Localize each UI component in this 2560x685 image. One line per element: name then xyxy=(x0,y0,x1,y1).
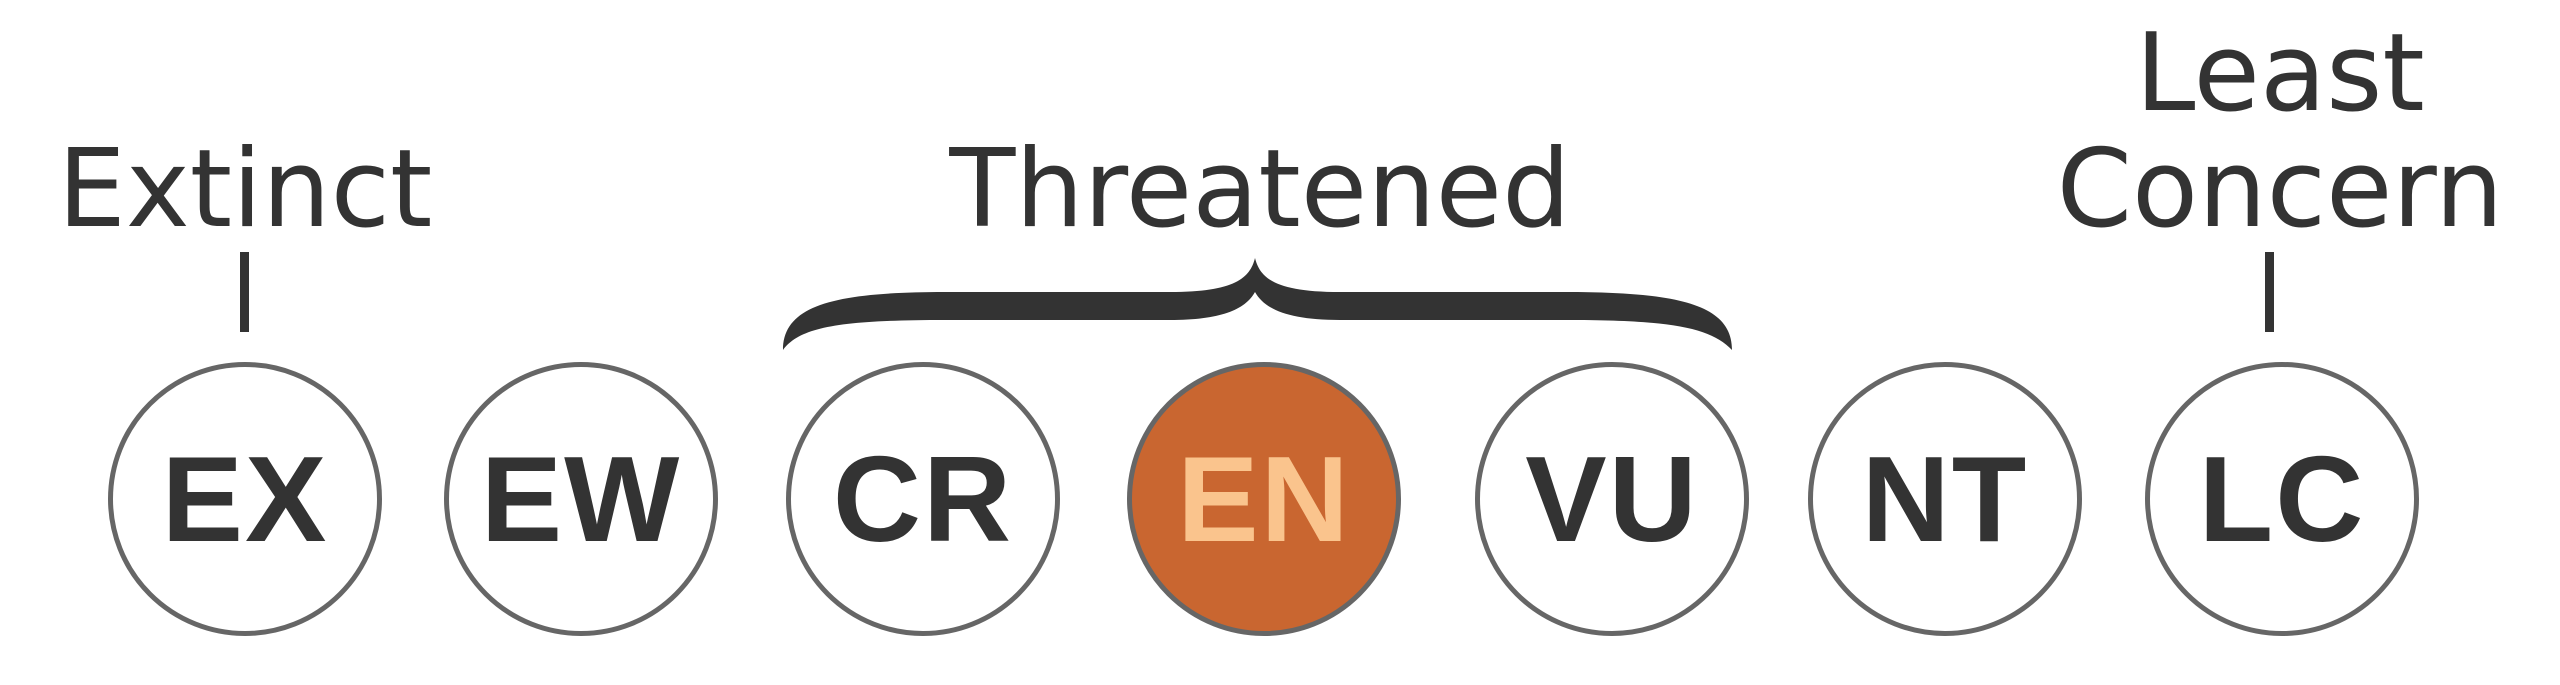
group-label-least: Least xyxy=(2135,11,2425,136)
category-code: EN xyxy=(1177,431,1351,567)
category-badge-en-highlighted: EN xyxy=(1127,362,1401,636)
group-label-threatened: Threatened xyxy=(949,127,1571,252)
category-code: CR xyxy=(832,431,1014,567)
category-badge-ew: EW xyxy=(444,362,718,636)
group-label-extinct: Extinct xyxy=(57,127,433,252)
least-concern-connector-line xyxy=(2265,252,2274,332)
category-code: EW xyxy=(480,431,682,567)
category-badge-nt: NT xyxy=(1808,362,2082,636)
category-code: LC xyxy=(2198,431,2366,567)
group-label-concern: Concern xyxy=(2056,127,2504,252)
category-badge-lc: LC xyxy=(2145,362,2419,636)
category-code: EX xyxy=(161,431,329,567)
category-code: NT xyxy=(1861,431,2029,567)
extinct-connector-line xyxy=(240,252,249,332)
category-code: VU xyxy=(1525,431,1699,567)
category-badge-cr: CR xyxy=(786,362,1060,636)
threatened-brace-shape xyxy=(783,258,1732,350)
category-badge-ex: EX xyxy=(108,362,382,636)
category-badge-vu: VU xyxy=(1475,362,1749,636)
